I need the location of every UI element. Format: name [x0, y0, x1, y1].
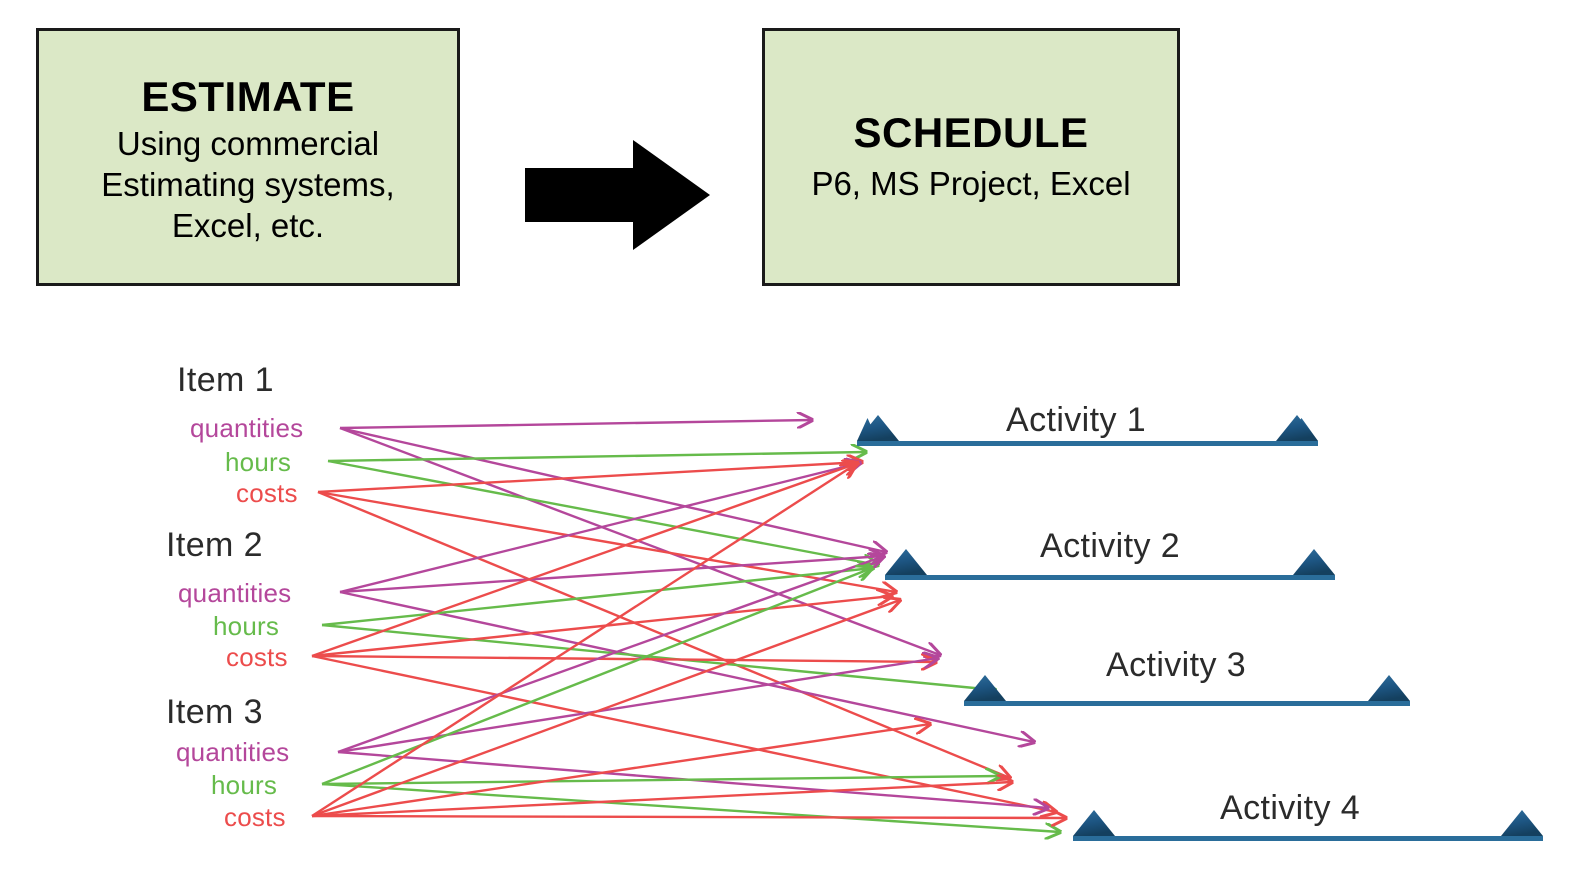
connector-item2-quantities-activity1 [339, 463, 860, 594]
activity-label-4: Activity 4 [1220, 789, 1361, 827]
schedule-subtitle-line-1: P6, MS Project, Excel [811, 165, 1131, 203]
item2-attribute-costs: costs [226, 642, 288, 672]
connector-item3-hours-activity2 [321, 568, 872, 786]
connector-item1-costs-activity4 [317, 490, 1010, 778]
connector-item2-hours-activity2 [321, 568, 873, 627]
item-label-3: Item 3 [166, 693, 263, 731]
connector-item3-quantities-activity4 [337, 750, 1048, 808]
connector-item2-costs-activity1 [311, 463, 858, 658]
connector-item3-costs-activity2 [311, 600, 900, 818]
right-block-arrow-icon [525, 140, 710, 250]
milestone-end-activity4 [1501, 810, 1543, 836]
connector-item2-costs-activity4 [311, 654, 1056, 812]
connector-item3-quantities-activity3 [337, 658, 938, 754]
estimate-subtitle-line-3: Excel, etc. [171, 206, 325, 244]
estimate-subtitle-line-2: Estimating systems, [101, 166, 395, 204]
item-label-1: Item 1 [177, 361, 274, 399]
estimate-box: ESTIMATE Using commercial Estimating sys… [36, 28, 460, 286]
item-label-2: Item 2 [166, 526, 263, 564]
connector-group-item2 [311, 463, 1056, 812]
schedule-title: SCHEDULE [853, 109, 1089, 157]
item3-attribute-costs: costs [224, 802, 286, 832]
activity-label-3: Activity 3 [1106, 646, 1247, 684]
connector-item3-costs-activity4 [311, 782, 1012, 818]
connector-item1-hours-activity2 [327, 459, 878, 565]
item2-attribute-quantities: quantities [178, 578, 292, 608]
connector-item1-costs-activity1 [317, 462, 862, 494]
activity-label-1: Activity 1 [1006, 401, 1147, 439]
estimate-title: ESTIMATE [141, 73, 355, 121]
connector-group-item1 [317, 420, 1010, 778]
item1-attribute-quantities: quantities [190, 413, 304, 443]
item1-attribute-hours: hours [225, 447, 292, 477]
schedule-box: SCHEDULE P6, MS Project, Excel [762, 28, 1180, 286]
milestone-start-activity4 [1073, 810, 1115, 836]
connector-item2-quantities-activity2 [339, 556, 884, 594]
item3-attribute-quantities: quantities [176, 737, 290, 767]
item2-attribute-hours: hours [213, 611, 280, 641]
connector-item1-quantities-activity1 [339, 420, 812, 430]
connector-item1-costs-activity2 [317, 490, 896, 592]
milestone-end-activity2 [1293, 549, 1335, 575]
milestone-start-activity1 [857, 418, 878, 441]
activity-label-2: Activity 2 [1040, 527, 1181, 565]
item1-attribute-costs: costs [236, 478, 298, 508]
connector-item2-hours-activity3 [321, 623, 995, 690]
connector-item1-hours-activity1 [327, 452, 866, 463]
connector-item1-quantities-activity3 [339, 426, 940, 655]
milestone-end-activity3 [1368, 675, 1410, 701]
estimate-subtitle-line-1: Using commercial [116, 125, 380, 163]
connector-item3-hours-activity4 [321, 782, 1060, 832]
connector-item2-costs-activity2 [311, 596, 892, 658]
milestone-start-activity2 [885, 549, 927, 575]
connector-item2-costs-activity3 [311, 656, 936, 662]
connector-item3-costs-activity1 [311, 464, 856, 818]
item3-attribute-hours: hours [211, 770, 278, 800]
connector-item3-costs-activity4b [311, 816, 1066, 818]
connector-item3-quantities-activity2 [337, 556, 884, 754]
connector-group-item3 [311, 464, 1066, 832]
connector-item1-quantities-activity2 [339, 426, 886, 552]
connector-item3-hours-activity3 [321, 776, 1000, 786]
connector-item2-quantities-activity4 [339, 590, 1034, 742]
milestone-start-activity3 [964, 675, 1006, 701]
milestone-end-activity1 [1285, 418, 1318, 441]
connector-item3-costs-activity3 [311, 724, 930, 818]
